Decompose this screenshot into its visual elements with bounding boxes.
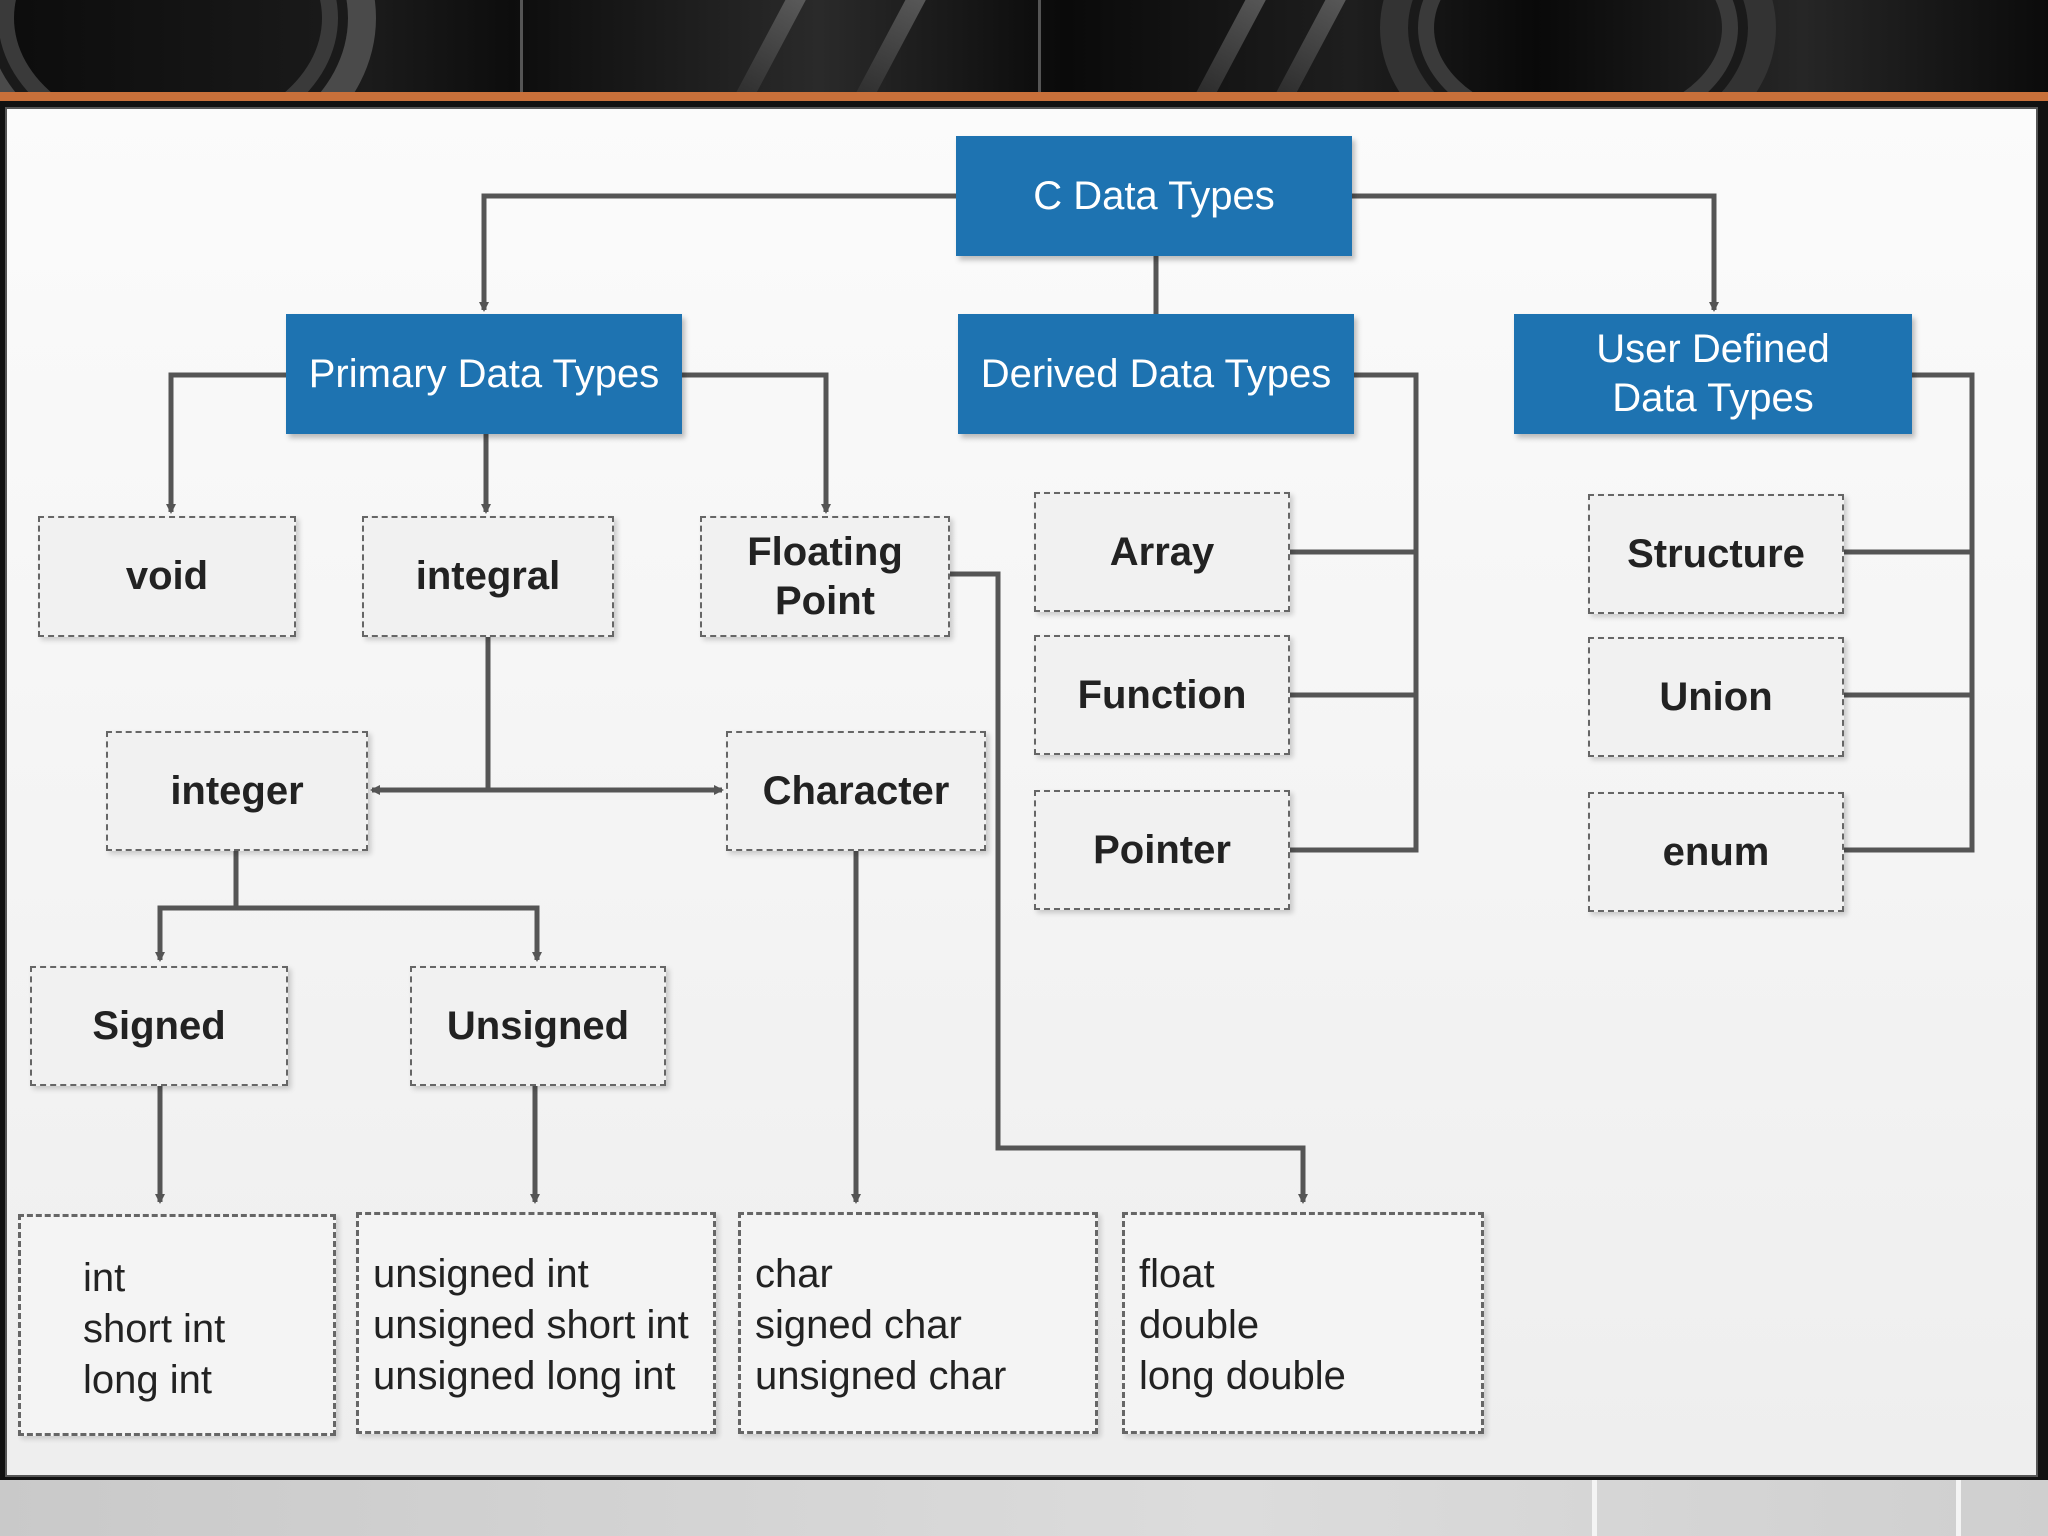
node-character-label: Character — [762, 768, 950, 813]
node-unsigned: Unsigned — [410, 966, 666, 1086]
banner-divider — [1038, 0, 1041, 92]
header-banner-image — [0, 0, 2048, 92]
node-character: Character — [726, 731, 986, 851]
footer-bar — [0, 1480, 2048, 1536]
node-primary-data-types: Primary Data Types — [286, 314, 682, 434]
banner-divider — [520, 0, 523, 92]
footer-divider — [1592, 1480, 1597, 1536]
edge-floating-point-to-list — [950, 571, 1308, 1204]
node-c-data-types-label: C Data Types — [1033, 173, 1275, 218]
list-item: float — [1139, 1252, 1215, 1296]
node-primary-data-types-label: Primary Data Types — [308, 351, 660, 396]
list-char-types: char signed char unsigned char — [738, 1212, 1098, 1434]
list-item: unsigned short int — [373, 1303, 689, 1347]
node-signed-label: Signed — [92, 1003, 226, 1048]
list-item: int — [83, 1256, 126, 1300]
list-item: short int — [83, 1307, 226, 1351]
list-item: double — [1139, 1303, 1260, 1347]
edge-root-to-primary — [479, 193, 956, 312]
edge-derived-bracket — [1290, 372, 1419, 853]
node-derived-data-types-label: Derived Data Types — [980, 351, 1332, 396]
node-integral: integral — [362, 516, 614, 637]
node-void-label: void — [125, 554, 209, 599]
edge-user-defined-bracket — [1844, 372, 1975, 853]
list-item: long int — [83, 1358, 212, 1402]
node-floating-point: Floating Point — [700, 516, 950, 637]
footer-divider — [1956, 1480, 1961, 1536]
node-integral-label: integral — [415, 554, 561, 599]
list-signed-types: int short int long int — [18, 1214, 336, 1436]
node-void: void — [38, 516, 296, 637]
list-item: signed char — [755, 1303, 962, 1347]
node-unsigned-label: Unsigned — [446, 1003, 630, 1048]
node-structure-label: Structure — [1627, 531, 1805, 576]
node-user-defined-data-types-label: User Defined Data Types — [1596, 327, 1830, 420]
node-array: Array — [1034, 492, 1290, 612]
node-function: Function — [1034, 635, 1290, 755]
node-pointer: Pointer — [1034, 790, 1290, 910]
edge-root-to-user-defined — [1352, 193, 1719, 312]
node-union: Union — [1588, 637, 1844, 757]
node-array-label: Array — [1109, 529, 1215, 574]
list-unsigned-types: unsigned int unsigned short int unsigned… — [356, 1212, 716, 1434]
node-function-label: Function — [1077, 672, 1247, 717]
node-enum: enum — [1588, 792, 1844, 912]
edge-primary-to-floating-point — [682, 372, 831, 514]
edge-integer-to-unsigned — [236, 905, 542, 962]
accent-rule — [0, 92, 2048, 101]
list-item: unsigned int — [373, 1252, 589, 1296]
list-item: char — [755, 1252, 833, 1296]
node-union-label: Union — [1659, 674, 1773, 719]
node-enum-label: enum — [1662, 829, 1770, 874]
list-item: unsigned char — [755, 1354, 1007, 1398]
node-derived-data-types: Derived Data Types — [958, 314, 1354, 434]
banner-wheel-graphic — [1380, 0, 1776, 92]
node-integer: integer — [106, 731, 368, 851]
list-item: unsigned long int — [373, 1354, 676, 1398]
node-integer-label: integer — [170, 768, 304, 813]
node-signed: Signed — [30, 966, 288, 1086]
node-user-defined-data-types: User Defined Data Types — [1514, 314, 1912, 434]
list-float-types: float double long double — [1122, 1212, 1484, 1434]
edge-primary-to-void — [166, 372, 286, 514]
list-item: long double — [1139, 1354, 1346, 1398]
node-c-data-types: C Data Types — [956, 136, 1352, 256]
node-pointer-label: Pointer — [1093, 827, 1231, 872]
node-floating-point-label: Floating Point — [747, 529, 903, 623]
edge-integer-to-signed — [155, 851, 239, 962]
node-structure: Structure — [1588, 494, 1844, 614]
